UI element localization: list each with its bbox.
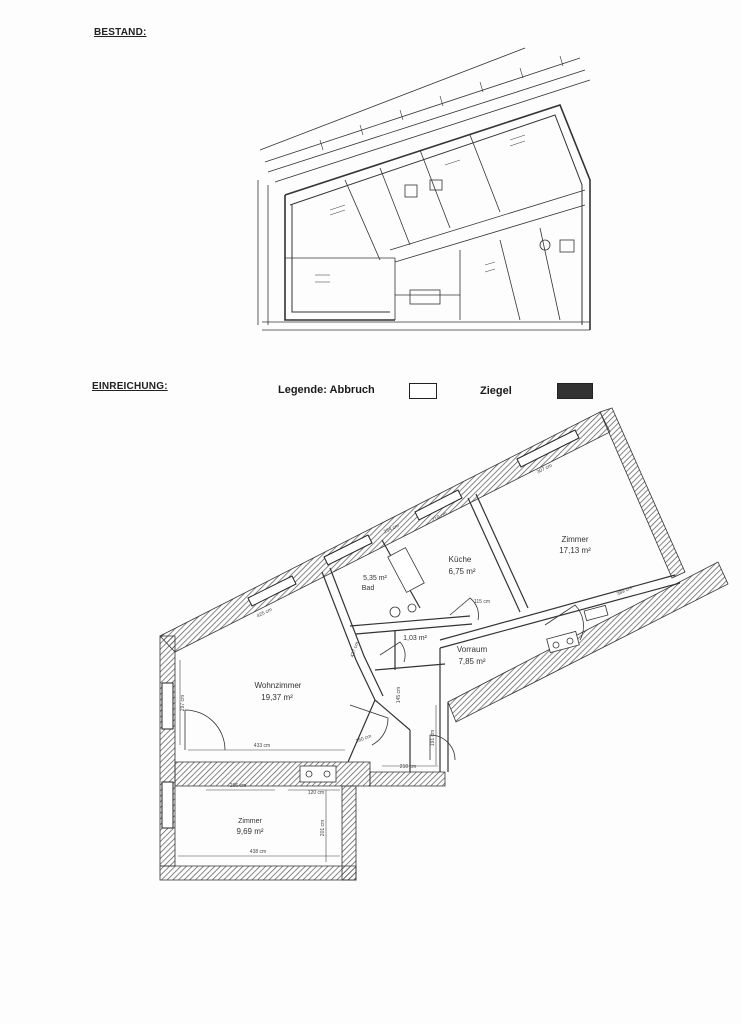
einreichung-heading: EINREICHUNG: xyxy=(92,381,168,392)
dim-210-lower: 210 cm xyxy=(400,764,416,770)
bad-area: 5,35 m² xyxy=(363,575,387,582)
dim-438: 438 cm xyxy=(250,849,266,855)
windows xyxy=(161,429,580,829)
dim-115: 115 cm xyxy=(474,599,490,605)
vorraum-name: Vorraum xyxy=(457,645,488,654)
room-labels: Wohnzimmer 19,37 m² Zimmer 9,69 m² Zimme… xyxy=(236,535,591,836)
fixtures xyxy=(299,547,609,783)
wc-area: 1,03 m² xyxy=(403,635,427,642)
dim-206: 206 cm xyxy=(230,783,246,789)
vorraum-area: 7,85 m² xyxy=(458,657,485,666)
dim-297: 297 cm xyxy=(180,695,186,711)
dimension-lines xyxy=(178,660,438,862)
bad-name: Bad xyxy=(362,585,375,592)
dim-145: 145 cm xyxy=(396,687,402,703)
dim-433: 433 cm xyxy=(254,743,270,749)
legend-title: Legende: Abbruch xyxy=(278,384,375,396)
dim-437: 437 cm xyxy=(349,641,360,658)
zimmer-small-name: Zimmer xyxy=(238,818,262,825)
legend-ziegel-label: Ziegel xyxy=(480,385,512,397)
doors xyxy=(184,597,584,761)
wohnzimmer-area: 19,37 m² xyxy=(261,693,293,702)
outer-walls xyxy=(159,407,729,881)
legend-ziegel-swatch xyxy=(557,383,593,399)
bestand-heading: BESTAND: xyxy=(94,27,147,38)
dim-120: 120 cm xyxy=(308,790,324,796)
dim-160: 160 cm xyxy=(355,733,372,744)
legend-abbruch-swatch xyxy=(409,383,437,399)
kueche-name: Küche xyxy=(449,555,472,564)
dim-201: 201 cm xyxy=(320,820,326,836)
dim-389: 389 cm xyxy=(616,585,633,598)
zimmer-large-name: Zimmer xyxy=(561,535,588,544)
dim-191: 191 cm xyxy=(430,730,436,746)
zimmer-small-area: 9,69 m² xyxy=(236,827,263,836)
wohnzimmer-name: Wohnzimmer xyxy=(255,681,302,690)
zimmer-large-area: 17,13 m² xyxy=(559,546,591,555)
kueche-area: 6,75 m² xyxy=(448,567,475,576)
